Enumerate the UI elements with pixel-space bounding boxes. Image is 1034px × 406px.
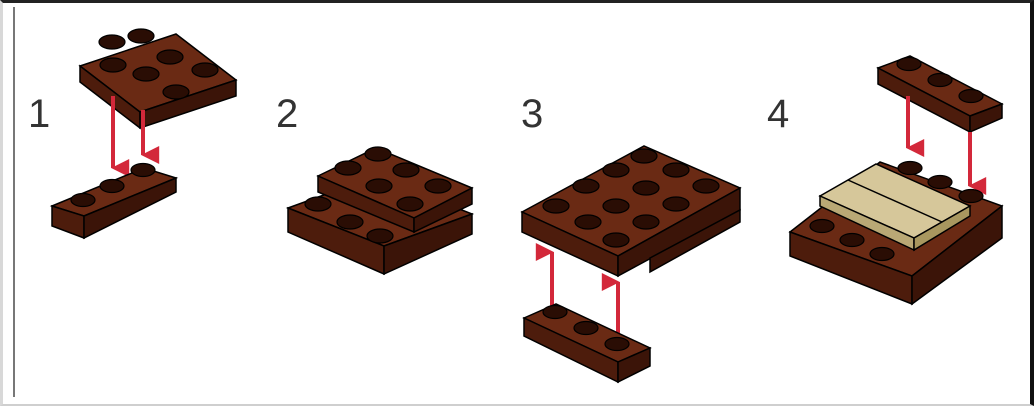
plate-1x3-bottom [52,164,176,239]
step-1-group [52,29,236,238]
step-3-group [522,146,740,382]
plate-2x3-top [80,29,236,128]
step-2-group [288,147,472,274]
step-4-group [790,56,1002,304]
